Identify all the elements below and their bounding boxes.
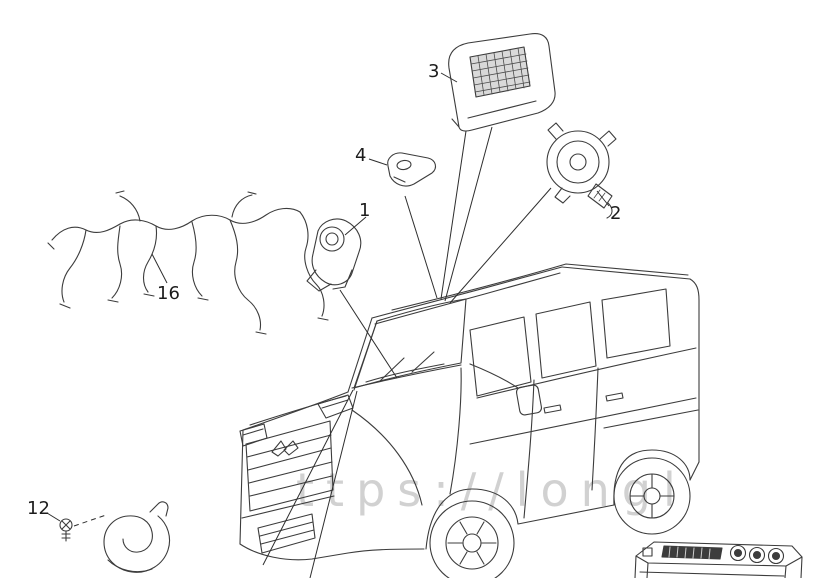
part-12-horn bbox=[103, 501, 171, 573]
part-1-sensor bbox=[306, 218, 362, 292]
leader-clip-to-roof bbox=[404, 195, 438, 299]
sensor-lens bbox=[319, 226, 345, 252]
part-12-bolt bbox=[59, 518, 73, 542]
leader-console-to-roof bbox=[440, 130, 467, 300]
hood-edge bbox=[242, 391, 349, 431]
leader-sensor2-to-roof bbox=[449, 187, 552, 304]
a-pillar bbox=[347, 317, 373, 393]
brand-logo bbox=[271, 440, 299, 457]
roof-rear-edge bbox=[561, 266, 691, 280]
front-wheel-arch bbox=[425, 488, 519, 550]
headlight-left-detail bbox=[242, 428, 264, 436]
van-illustration bbox=[239, 263, 700, 578]
leader-16-to-harness bbox=[151, 253, 168, 284]
horn-lip bbox=[107, 559, 153, 573]
horn-bracket bbox=[149, 501, 169, 517]
leader-long-right bbox=[309, 390, 358, 578]
headlight-right-detail bbox=[321, 399, 349, 409]
roof-far-edge bbox=[391, 263, 689, 311]
lower-intake bbox=[257, 513, 316, 554]
leader-lines bbox=[46, 72, 610, 578]
wiper-3 bbox=[411, 351, 435, 373]
leader-3-to-console bbox=[440, 72, 458, 83]
front-door-window bbox=[469, 316, 532, 397]
leader-12-to-bolt bbox=[46, 512, 61, 522]
callout-1: 1 bbox=[359, 200, 370, 221]
leader-4-to-clip bbox=[368, 158, 388, 166]
mirror-arm bbox=[469, 363, 519, 389]
headlight-right bbox=[317, 394, 354, 419]
sliding-door-seam bbox=[591, 367, 599, 491]
beltline bbox=[476, 347, 697, 399]
callout-2: 2 bbox=[610, 203, 621, 224]
leader-2-to-connector bbox=[596, 190, 610, 207]
body-crease bbox=[469, 397, 697, 445]
front-wheel bbox=[429, 500, 515, 578]
module-connector-pins bbox=[668, 546, 711, 560]
sensor-connector bbox=[587, 183, 613, 209]
callout-16: 16 bbox=[157, 283, 180, 304]
harness-connector-ticks bbox=[47, 190, 329, 335]
leader-1-to-sensor bbox=[344, 216, 367, 236]
wiper-1 bbox=[365, 363, 445, 383]
sill bbox=[517, 504, 615, 525]
fender-line bbox=[351, 409, 423, 506]
leader-console-to-roof-2 bbox=[444, 126, 493, 302]
control-module bbox=[634, 541, 803, 578]
sensor-tab-top-left bbox=[547, 122, 564, 140]
callout-4: 4 bbox=[355, 145, 366, 166]
sliding-door-window bbox=[535, 301, 597, 379]
callout-3: 3 bbox=[428, 61, 439, 82]
console-grille-hatch bbox=[470, 47, 531, 96]
part-3-overhead-console bbox=[448, 33, 556, 132]
door-handle-front bbox=[543, 404, 562, 414]
bumper-top-line bbox=[241, 495, 335, 519]
cowl-line bbox=[351, 364, 462, 389]
roof-near-edge-inner bbox=[374, 272, 561, 325]
module-round-connectors bbox=[729, 544, 785, 565]
rear-corner bbox=[689, 278, 700, 463]
rear-quarter-window bbox=[601, 288, 671, 359]
part-4-clip bbox=[387, 152, 437, 187]
rear-wheel-arch bbox=[613, 449, 691, 506]
front-grille bbox=[245, 420, 334, 512]
door-handle-slider bbox=[605, 392, 624, 402]
part-2-round-sensor bbox=[546, 122, 617, 219]
sensor-tab-top-right bbox=[599, 130, 617, 147]
front-left-edge bbox=[239, 429, 244, 545]
sill-rear bbox=[689, 461, 700, 481]
slider-rail bbox=[603, 409, 699, 429]
leader-long-left bbox=[262, 389, 354, 566]
module-small-port bbox=[642, 547, 653, 557]
leader-bolt-to-horn-dashed bbox=[73, 514, 107, 527]
front-door-seam bbox=[523, 379, 535, 519]
module-connector-block bbox=[661, 545, 723, 560]
roof-near-edge bbox=[371, 266, 563, 319]
leader-sensor1-to-windshield bbox=[339, 289, 398, 379]
rear-wheel bbox=[613, 457, 691, 535]
callout-12: 12 bbox=[27, 498, 50, 519]
watermark-text: ttps://longl bbox=[296, 463, 688, 517]
part-16-wiring-harness bbox=[47, 190, 329, 335]
side-mirror bbox=[515, 384, 543, 416]
door-front-seam bbox=[449, 367, 462, 495]
bumper-bottom bbox=[239, 543, 425, 561]
sensor-tab-bottom bbox=[554, 187, 571, 204]
console-lip bbox=[467, 100, 537, 119]
